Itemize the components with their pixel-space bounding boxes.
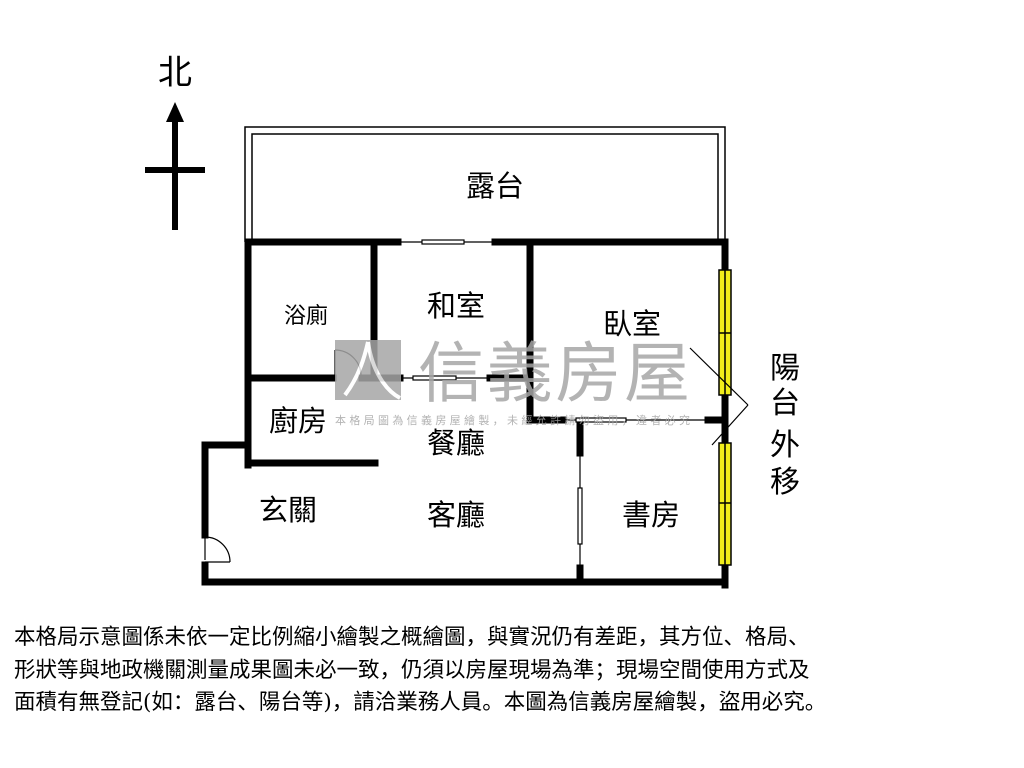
entrance-door-icon	[204, 535, 231, 563]
north-label: 北	[158, 53, 192, 93]
disclaimer-line: 本格局示意圖係未依一定比例縮小繪製之概繪圖，與實況仍有差距，其方位、格局、	[14, 625, 810, 650]
svg-text:信義房屋: 信義房屋	[418, 335, 690, 412]
svg-text:台: 台	[770, 386, 800, 421]
room-label-terrace: 露台	[466, 169, 524, 203]
room-label-dining: 餐廳	[427, 426, 485, 460]
room-label-study: 書房	[622, 498, 680, 532]
windows	[718, 269, 732, 566]
room-label-entrance: 玄關	[259, 493, 317, 527]
room-label-bathroom: 浴廁	[284, 304, 328, 329]
svg-text:外: 外	[770, 428, 800, 463]
svg-text:本格局圖為信義房屋繪製，未經允許請勿盜用，違者必究: 本格局圖為信義房屋繪製，未經允許請勿盜用，違者必究	[335, 413, 690, 427]
room-label-japanese-room: 和室	[427, 289, 485, 323]
disclaimer: 本格局示意圖係未依一定比例縮小繪製之概繪圖，與實況仍有差距，其方位、格局、 形狀…	[14, 622, 1014, 720]
disclaimer-line: 形狀等與地政機關測量成果圖未必一致，仍須以房屋現場為準；現場空間使用方式及	[14, 657, 810, 683]
sliding-doors	[398, 239, 708, 568]
north-arrow-icon	[145, 102, 205, 230]
disclaimer-line: 面積有無登記(如：露台、陽台等)，請洽業務人員。本圖為信義房屋繪製，盜用必究。	[14, 690, 827, 715]
room-label-living: 客廳	[427, 498, 485, 532]
annotation-pointer	[689, 347, 749, 446]
annotation-text: 陽 台 外 移	[770, 351, 800, 500]
watermark-logo: 信義房屋 本格局圖為信義房屋繪製，未經允許請勿盜用，違者必究	[335, 335, 690, 427]
terrace-outline	[244, 126, 726, 242]
svg-text:移: 移	[770, 465, 800, 500]
room-label-bedroom: 臥室	[603, 307, 661, 341]
room-label-kitchen: 廚房	[269, 404, 327, 438]
svg-text:陽: 陽	[770, 351, 800, 386]
